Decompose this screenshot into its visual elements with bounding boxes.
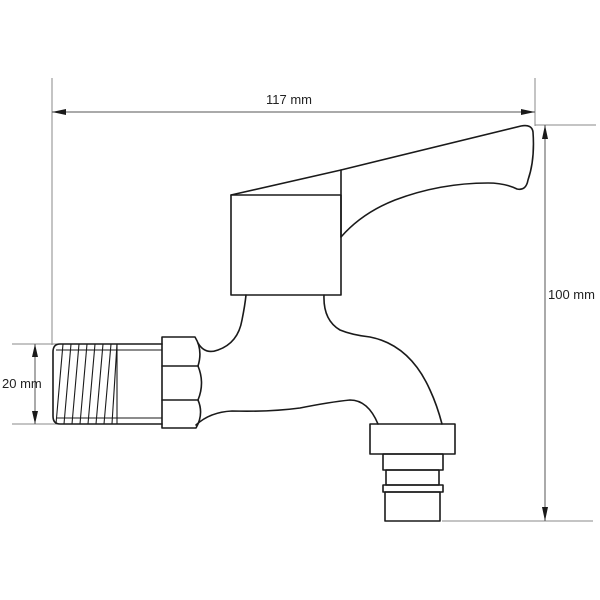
arrow-down-icon xyxy=(542,507,548,521)
arrow-down-icon xyxy=(32,411,38,424)
hose-connector xyxy=(369,423,456,522)
connector-tip xyxy=(384,491,441,522)
arrow-right-icon xyxy=(521,109,535,115)
connector-collar xyxy=(369,423,456,455)
threaded-inlet xyxy=(52,343,163,425)
width-dimension xyxy=(51,78,536,345)
height-dimension-label: 100 mm xyxy=(548,287,595,302)
lever-handle xyxy=(230,124,535,296)
arrow-up-icon xyxy=(542,125,548,139)
handle-block xyxy=(230,194,342,296)
height-dimension xyxy=(442,124,596,522)
arrow-up-icon xyxy=(32,344,38,357)
arrow-left-icon xyxy=(52,109,66,115)
thread-dimension-label: 20 mm xyxy=(2,376,42,391)
thread-dimension xyxy=(12,343,58,425)
connector-neck xyxy=(382,453,444,471)
connector-groove xyxy=(385,469,440,486)
valve-body xyxy=(195,294,443,426)
connector-ring xyxy=(382,484,444,493)
width-dimension-label: 117 mm xyxy=(266,92,312,107)
hex-nut xyxy=(161,336,203,429)
